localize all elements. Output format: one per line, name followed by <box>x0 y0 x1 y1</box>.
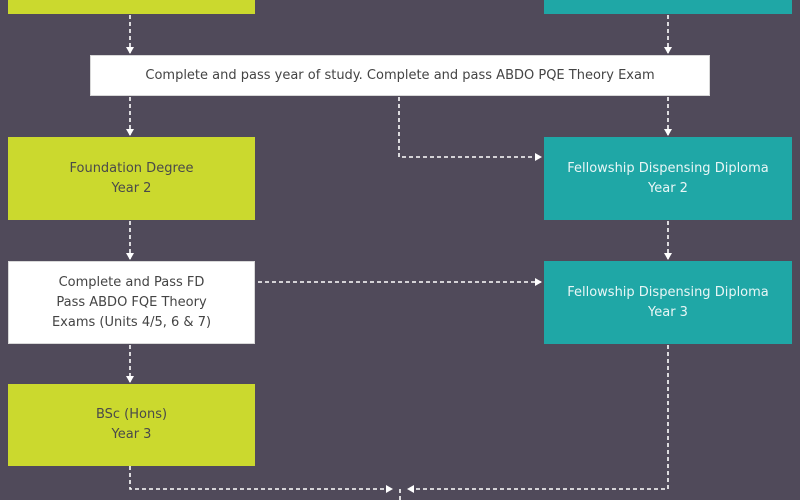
combined-exam-box: Complete and pass year of study. Complet… <box>90 55 710 96</box>
top-right-box-partial <box>544 0 792 14</box>
combined-exam-text: Complete and pass year of study. Complet… <box>145 67 655 83</box>
complete-pass-fd-line2: Pass ABDO FQE Theory <box>56 294 207 310</box>
fellowship-year2-box: Fellowship Dispensing Diploma Year 2 <box>544 137 792 220</box>
fellowship-year2-year: Year 2 <box>648 180 688 196</box>
foundation-degree-year: Year 2 <box>111 180 152 196</box>
fellowship-year3-year: Year 3 <box>648 304 688 320</box>
fellowship-year3-box: Fellowship Dispensing Diploma Year 3 <box>544 261 792 344</box>
bsc-hons-title: BSc (Hons) <box>95 407 168 422</box>
bsc-hons-year: Year 3 <box>111 427 152 442</box>
complete-pass-fd-box: Complete and Pass FD Pass ABDO FQE Theor… <box>8 261 255 344</box>
complete-pass-fd-line1: Complete and Pass FD <box>58 274 205 290</box>
complete-pass-fd-line3: Exams (Units 4/5, 6 & 7) <box>51 314 212 330</box>
bsc-hons-year3-box: BSc (Hons) Year 3 <box>8 384 255 466</box>
connector-bsc-to-bottom <box>129 466 393 493</box>
arrow-exam-cross-to-fellowship-y2 <box>398 97 542 161</box>
foundation-degree-year2-box: Foundation Degree Year 2 <box>8 137 255 220</box>
foundation-degree-title: Foundation Degree <box>69 160 194 176</box>
connector-fellowship-y3-to-bottom <box>407 345 669 493</box>
top-left-box-partial <box>8 0 255 14</box>
fellowship-year3-title: Fellowship Dispensing Diploma <box>567 284 769 300</box>
fellowship-year2-title: Fellowship Dispensing Diploma <box>567 160 769 176</box>
